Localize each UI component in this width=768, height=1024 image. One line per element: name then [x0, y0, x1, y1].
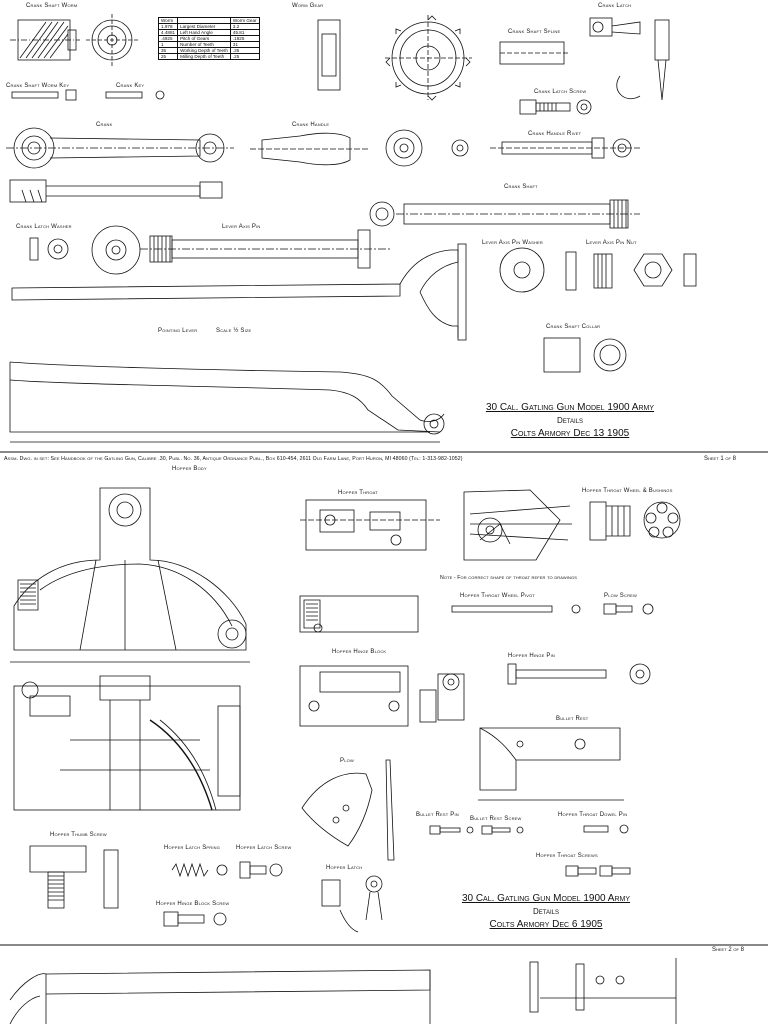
label-crank-key: Crank Key — [116, 83, 145, 89]
throat-wheel-bushings-drawing — [589, 501, 681, 541]
crank-latch-washer-drawing — [29, 237, 69, 261]
lever-arm-drawing — [11, 243, 467, 341]
washer-nut-drawing — [499, 247, 697, 293]
hopper-thumb-screw-drawing — [29, 845, 119, 909]
pointing-lever-drawing — [9, 361, 445, 443]
label-lever-axis-pin: Lever Axis Pin — [222, 224, 261, 230]
label-plow-screw: Plow Screw — [604, 593, 638, 599]
label-crank-shaft-collar: Crank Shaft Collar — [546, 324, 601, 330]
label-crank-shaft-worm-key: Crank Shaft Worm Key — [6, 83, 70, 89]
label-hinge-block-screw: Hopper Hinge Block Screw — [156, 901, 230, 907]
label-worm-gear: Worm Gear — [292, 3, 324, 9]
label-hopper-latch-spring: Hopper Latch Spring — [164, 845, 221, 851]
hopper-throat-drawing — [299, 499, 440, 633]
title-line-1: 30 Cal. Gatling Gun Model 1900 Army — [461, 893, 631, 904]
label-crank-shaft-spline: Crank Shaft Spline — [508, 29, 561, 35]
sheet-number-1: Sheet 1 of 8 — [704, 456, 736, 462]
label-throat-note: Note - For correct shape of throat refer… — [440, 575, 577, 581]
worm-gear-drawing — [317, 15, 472, 101]
crank-handle-rivet-drawing — [490, 137, 640, 159]
crank-handle-drawing — [250, 129, 469, 167]
label-crank-latch-washer: Crank Latch Washer — [16, 224, 72, 230]
pivot-plow-screw-drawing — [451, 603, 654, 615]
lever-axis-pin-drawing — [91, 225, 390, 275]
crank-shaft-collar-drawing — [543, 337, 627, 373]
table-cell: Milling Depth of Teeth — [177, 53, 231, 60]
label-crank-handle: Crank Handle — [292, 122, 330, 128]
title-line-2: Details — [556, 416, 583, 425]
label-crank-latch: Crank Latch — [598, 3, 632, 9]
latch-spring-screw-drawing — [163, 861, 283, 927]
table-cell: Working Depth of Teeth — [177, 47, 231, 54]
label-hopper-hinge-pin: Hopper Hinge Pin — [508, 653, 555, 659]
label-crank: Crank — [96, 122, 113, 128]
label-pointing-lever: Pointing Lever — [158, 328, 198, 334]
label-crank-handle-rivet: Crank Handle Rivet — [528, 131, 582, 137]
label-lever-axis-pin-nut: Lever Axis Pin Nut — [586, 240, 637, 246]
title-block-sheet1: 30 Cal. Gatling Gun Model 1900 Army Deta… — [470, 402, 670, 439]
label-hopper-latch-screw: Hopper Latch Screw — [236, 845, 292, 851]
throat-wheel-profile-drawing — [463, 489, 572, 561]
crank-drawing — [6, 127, 234, 203]
assembly-note: Assm. Dwg. in set: See Handbook of the G… — [4, 456, 463, 462]
title-line-3: Colts Armory Dec 6 1905 — [489, 919, 603, 930]
label-bullet-rest-pin: Bullet Rest Pin — [416, 812, 459, 818]
label-crank-latch-screw: Crank Latch Screw — [534, 89, 587, 95]
title-block-sheet2: 30 Cal. Gatling Gun Model 1900 Army Deta… — [446, 893, 646, 930]
table-cell: 4.4881 — [157, 29, 179, 36]
label-throat-wheel-pivot: Hopper Throat Wheel Pivot — [460, 593, 536, 599]
label-throat-wheel-bushings: Hopper Throat Wheel & Bushings — [582, 488, 673, 494]
crank-shaft-worm-drawing — [10, 14, 138, 66]
hopper-hinge-pin-drawing — [507, 663, 651, 685]
hopper-body-plan-drawing — [13, 675, 241, 811]
hopper-hinge-block-drawing — [299, 665, 465, 727]
table-cell: .25 — [229, 53, 260, 60]
label-hopper-thumb-screw: Hopper Thumb Screw — [50, 832, 107, 838]
label-throat-dowel-pin: Hopper Throat Dowel Pin — [558, 812, 628, 818]
small-parts-drawing — [429, 824, 631, 877]
table-cell: 25 — [157, 53, 179, 60]
plow-drawing — [301, 759, 395, 861]
label-crank-shaft-worm: Crank Shaft Worm — [26, 3, 78, 9]
keys-drawing — [11, 89, 165, 101]
crank-latch-drawing — [499, 17, 670, 101]
hopper-latch-drawing — [321, 875, 383, 933]
label-crank-shaft: Crank Shaft — [504, 184, 538, 190]
crank-shaft-drawing — [369, 199, 640, 229]
sheet3-preview-drawing — [9, 958, 677, 1024]
label-bullet-rest-screw: Bullet Rest Screw — [470, 816, 522, 822]
table-header-cell: Worm Gear — [229, 17, 260, 24]
label-plow: Plow — [340, 758, 354, 764]
title-line-1: 30 Cal. Gatling Gun Model 1900 Army — [485, 402, 655, 413]
bullet-rest-drawing — [478, 727, 624, 801]
title-line-2: Details — [532, 907, 559, 916]
label-scale: Scale ½ Size — [216, 328, 252, 334]
label-hopper-latch: Hopper Latch — [326, 865, 363, 871]
label-hopper-body: Hopper Body — [172, 466, 207, 472]
label-lever-axis-pin-washer: Lever Axis Pin Washer — [482, 240, 543, 246]
sheet-number-2: Sheet 2 of 8 — [712, 947, 744, 953]
title-line-3: Colts Armory Dec 13 1905 — [510, 428, 630, 439]
label-hopper-throat: Hopper Throat — [338, 490, 378, 496]
label-hopper-hinge-block: Hopper Hinge Block — [332, 649, 387, 655]
hopper-body-drawing — [10, 487, 250, 663]
label-throat-screws: Hopper Throat Screws — [536, 853, 598, 859]
crank-latch-screw-drawing — [519, 99, 592, 115]
label-bullet-rest: Bullet Rest — [556, 716, 589, 722]
